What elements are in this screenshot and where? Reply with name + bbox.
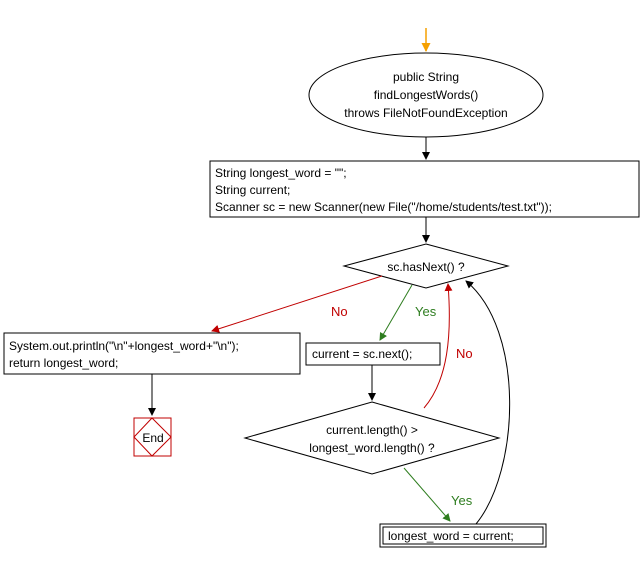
arrow-loop-yes [379, 284, 413, 341]
read-next-text: current = sc.next(); [312, 347, 412, 361]
init-line-2: String current; [215, 183, 290, 197]
arrow-loop-no [211, 275, 383, 333]
end-node: End [133, 417, 172, 457]
arrow-compare-yes [403, 467, 451, 522]
read-next-block: current = sc.next(); [305, 342, 441, 366]
output-block: System.out.println("\n"+longest_word+"\n… [3, 332, 301, 375]
arrow-compare-no [423, 283, 453, 409]
output-line-1: System.out.println("\n"+longest_word+"\n… [9, 339, 239, 353]
init-line-3: Scanner sc = new Scanner(new File("/home… [215, 200, 552, 214]
start-node: public String findLongestWords() throws … [308, 52, 544, 138]
label-compare-yes: Yes [451, 493, 473, 508]
assign-text: longest_word = current; [388, 529, 514, 543]
assign-block: longest_word = current; [379, 523, 547, 548]
loop-condition-text: sc.hasNext() ? [387, 260, 465, 274]
arrow-assign-to-loop [465, 280, 511, 525]
compare-line-1: current.length() > [326, 423, 418, 437]
compare-line-2: longest_word.length() ? [309, 441, 435, 455]
output-line-2: return longest_word; [9, 356, 118, 370]
init-line-1: String longest_word = ""; [215, 166, 347, 180]
start-line-1: public String [393, 70, 459, 84]
label-compare-no: No [456, 346, 473, 361]
loop-condition-node: sc.hasNext() ? [342, 243, 510, 289]
label-loop-no: No [331, 304, 348, 319]
end-text: End [142, 431, 163, 445]
start-line-2: findLongestWords() [374, 88, 479, 102]
compare-node: current.length() > longest_word.length()… [243, 401, 501, 475]
start-line-3: throws FileNotFoundException [344, 106, 507, 120]
init-block: String longest_word = ""; String current… [209, 160, 640, 218]
label-loop-yes: Yes [415, 304, 437, 319]
